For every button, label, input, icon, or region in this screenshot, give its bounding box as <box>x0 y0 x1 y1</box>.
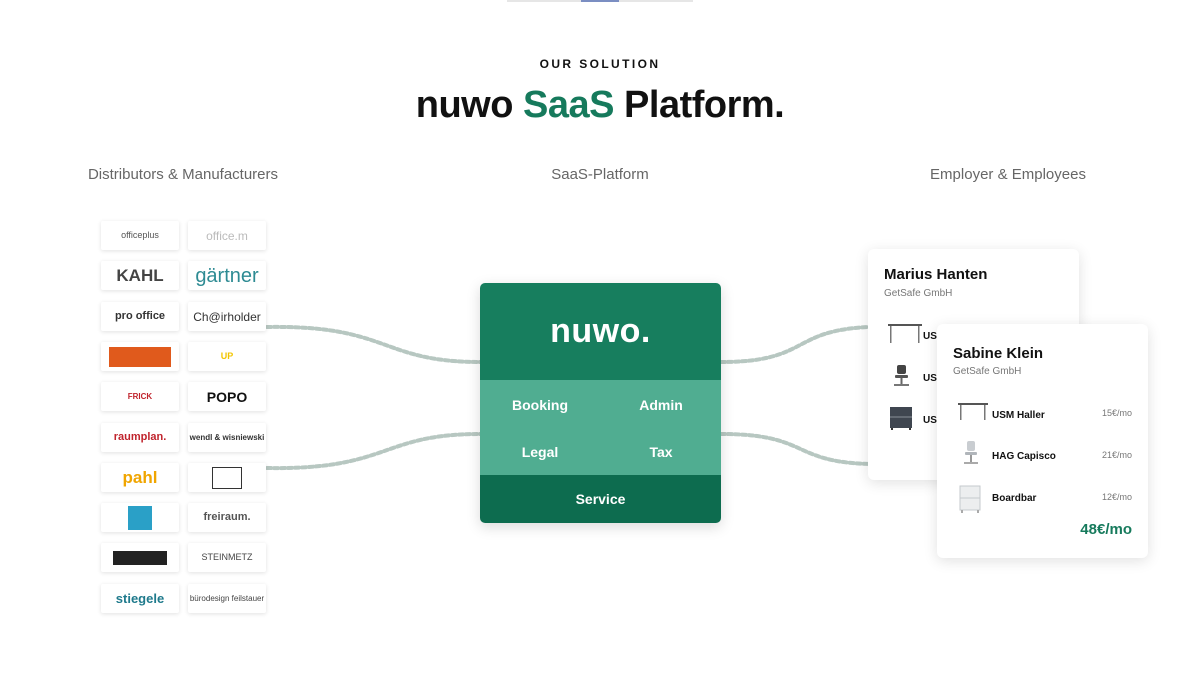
employee-card-front: Sabine Klein GetSafe GmbH USM Haller 15€… <box>937 324 1148 558</box>
module-tax: Tax <box>649 444 673 460</box>
employee-name: Sabine Klein <box>953 345 1044 362</box>
column-heading-employees: Employer & Employees <box>930 166 1086 183</box>
partner-logo: wendl & wisniewski <box>188 423 266 452</box>
slide-indicator-active <box>581 0 619 2</box>
partner-logo: UP <box>188 342 266 371</box>
partner-logo-text: Ch@irholder <box>193 309 261 324</box>
partner-logo: Ch@irholder <box>188 302 266 331</box>
partner-logo: freiraum. <box>188 503 266 532</box>
partner-logo: pro office <box>101 302 179 331</box>
partner-logo-text: freiraum. <box>203 511 251 523</box>
item-name: HAG Capisco <box>992 451 1056 462</box>
page-title: nuwo SaaS Platform. <box>0 84 1200 127</box>
partner-logo-text: wendl & wisniewski <box>189 432 265 442</box>
partner-logo: gärtner <box>188 261 266 290</box>
partner-logo-mark <box>113 550 167 565</box>
platform-brand: nuwo. <box>550 312 651 350</box>
partner-logo: stiegele <box>101 584 179 613</box>
column-heading-platform: SaaS-Platform <box>551 166 649 183</box>
partner-logo-text: UP <box>220 351 234 361</box>
partner-logo-text: pahl <box>122 468 158 487</box>
partner-logo-text: STEINMETZ <box>201 552 253 562</box>
connector-bottom-right <box>719 432 872 466</box>
item-price: 21€/mo <box>1101 450 1132 460</box>
partner-logo: KAHL <box>101 261 179 290</box>
partner-logo-text: bürodesign feilstauer <box>189 593 265 603</box>
eyebrow-label: OUR SOLUTION <box>539 57 661 71</box>
partner-logo: pahl <box>101 463 179 492</box>
partner-logo: bürodesign feilstauer <box>188 584 266 613</box>
partner-logo-text: stiegele <box>115 591 165 606</box>
partner-logo-mark <box>128 505 152 530</box>
desk-icon <box>888 324 922 343</box>
partner-logo: POPO <box>188 382 266 411</box>
module-admin: Admin <box>639 397 683 413</box>
title-accent: SaaS <box>523 84 614 126</box>
partner-logo: raumplan. <box>101 423 179 452</box>
monthly-total: 48€/mo <box>1080 521 1132 538</box>
partner-logo: office.m <box>188 221 266 250</box>
partner-logo-text: office.m <box>206 228 248 243</box>
partner-logo-mark <box>109 346 171 367</box>
item-name: Boardbar <box>992 493 1037 504</box>
title-part1: nuwo <box>415 84 514 126</box>
connector-top-left <box>265 324 482 364</box>
partner-logo-text: gärtner <box>195 264 259 287</box>
saas-platform-block: nuwo. Booking Admin Legal Tax Service <box>480 283 721 523</box>
chair-icon <box>894 365 909 386</box>
partner-logo: STEINMETZ <box>188 543 266 572</box>
partner-logo-text: pro office <box>114 310 166 322</box>
module-service: Service <box>480 475 721 523</box>
employee-company: GetSafe GmbH <box>884 288 953 299</box>
partner-logo <box>101 543 179 572</box>
slide-indicator <box>507 0 693 2</box>
platform-modules: Booking Admin Legal Tax <box>480 380 721 475</box>
desk-icon <box>958 403 988 420</box>
cabinet-icon <box>890 407 912 430</box>
column-heading-distributors: Distributors & Manufacturers <box>87 166 279 183</box>
cabinet-icon <box>959 485 981 513</box>
title-part2: Platform. <box>624 84 785 126</box>
chair-icon <box>964 441 978 464</box>
partner-logo: FRICK <box>101 382 179 411</box>
partner-logo-text: raumplan. <box>113 431 167 443</box>
partner-logo <box>188 463 266 492</box>
partner-logo <box>101 342 179 371</box>
connector-top-right <box>719 325 872 364</box>
item-price: 15€/mo <box>1101 408 1132 418</box>
platform-brand-area: nuwo. <box>480 283 721 380</box>
employee-name: Marius Hanten <box>884 266 988 283</box>
connector-bottom-left <box>265 432 482 471</box>
partner-logo-text: officeplus <box>121 230 159 240</box>
item-name: USM Haller <box>992 410 1045 421</box>
module-legal: Legal <box>521 444 559 460</box>
module-booking: Booking <box>512 397 568 413</box>
partner-logo-text: FRICK <box>127 391 153 401</box>
item-price: 12€/mo <box>1101 492 1132 502</box>
partner-logo <box>101 503 179 532</box>
partner-logo-mark <box>212 466 242 489</box>
partner-logo: officeplus <box>101 221 179 250</box>
partner-logo-text: KAHL <box>116 266 164 285</box>
partner-logo-text: POPO <box>206 388 248 405</box>
employee-company: GetSafe GmbH <box>953 366 1022 377</box>
